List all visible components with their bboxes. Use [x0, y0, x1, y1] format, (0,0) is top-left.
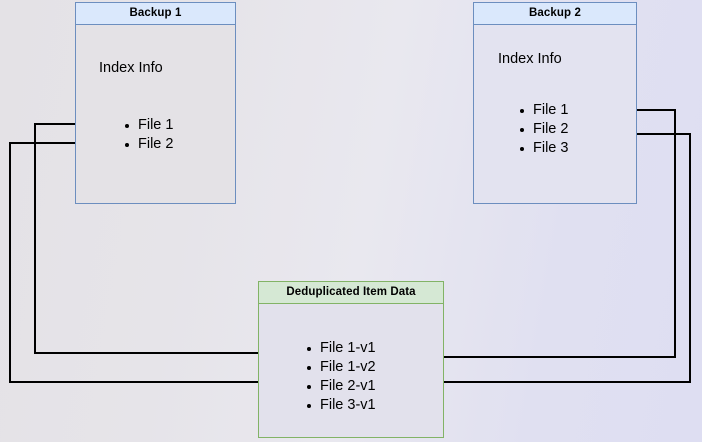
list-item[interactable]: File 1: [123, 116, 173, 135]
backup1-index-info-label: Index Info: [99, 60, 163, 76]
list-item[interactable]: File 3: [518, 139, 568, 158]
backup2-header: Backup 2: [474, 3, 636, 25]
backup2-index-info-label: Index Info: [498, 51, 562, 67]
backup1-header: Backup 1: [76, 3, 235, 25]
list-item[interactable]: File 2-v1: [305, 377, 376, 396]
dedup-box[interactable]: Deduplicated Item Data: [258, 281, 444, 438]
list-item[interactable]: File 1-v1: [305, 339, 376, 358]
list-item[interactable]: File 2: [518, 120, 568, 139]
list-item[interactable]: File 1-v2: [305, 358, 376, 377]
backup2-box[interactable]: Backup 2: [473, 2, 637, 204]
dedup-file-list: File 1-v1 File 1-v2 File 2-v1 File 3-v1: [305, 339, 376, 415]
backup1-file-list: File 1 File 2: [123, 116, 173, 154]
list-item[interactable]: File 2: [123, 135, 173, 154]
list-item[interactable]: File 1: [518, 101, 568, 120]
dedup-header: Deduplicated Item Data: [259, 282, 443, 304]
list-item[interactable]: File 3-v1: [305, 396, 376, 415]
backup2-file-list: File 1 File 2 File 3: [518, 101, 568, 158]
backup1-box[interactable]: Backup 1: [75, 2, 236, 204]
